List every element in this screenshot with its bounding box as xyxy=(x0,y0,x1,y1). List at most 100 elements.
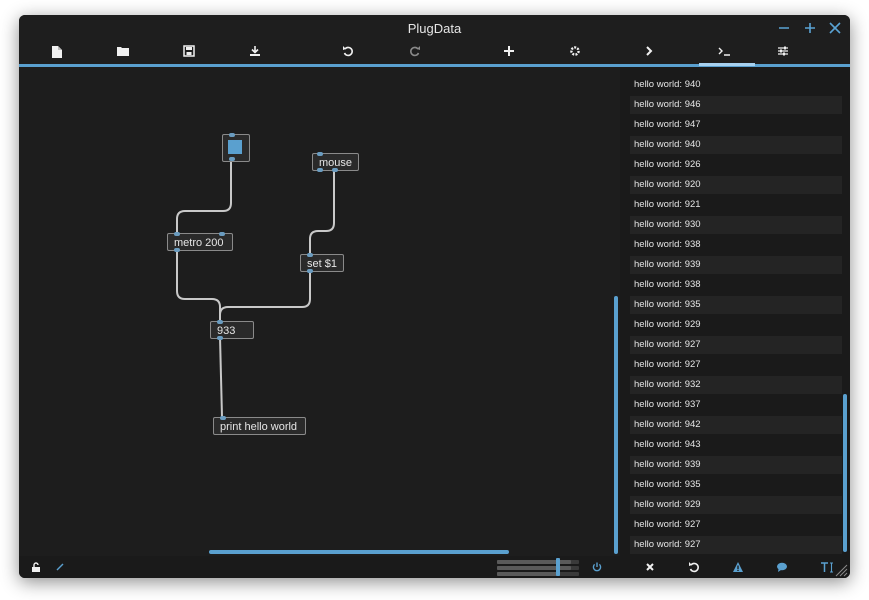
redo-icon xyxy=(410,46,420,57)
metro-object[interactable]: metro 200 xyxy=(167,233,233,251)
add-object-button[interactable] xyxy=(497,45,521,63)
console-message: hello world: 935 xyxy=(630,296,842,314)
console-message: hello world: 920 xyxy=(630,176,842,194)
redo-button[interactable] xyxy=(403,45,427,63)
console-message: hello world: 938 xyxy=(634,239,701,250)
lock-toggle[interactable] xyxy=(30,560,46,574)
console-message: hello world: 927 xyxy=(634,359,701,370)
restore-icon xyxy=(689,562,699,573)
toggle-sidebar-button[interactable] xyxy=(637,45,661,63)
console-message: hello world: 927 xyxy=(634,519,701,530)
console-message: hello world: 939 xyxy=(630,456,842,474)
console-tab[interactable] xyxy=(713,45,737,63)
inlet-port[interactable] xyxy=(174,232,180,236)
console-message: hello world: 929 xyxy=(634,319,701,330)
console-message: hello world: 932 xyxy=(630,376,842,394)
minimize-icon xyxy=(779,27,789,29)
console-message: hello world: 940 xyxy=(634,79,701,90)
show-messages-button[interactable] xyxy=(776,560,792,574)
app-window: PlugData xyxy=(19,15,850,578)
console-message: hello world: 939 xyxy=(630,256,842,274)
outlet-port[interactable] xyxy=(307,269,313,273)
show-errors-button[interactable] xyxy=(732,560,748,574)
inlet-port[interactable] xyxy=(229,133,235,137)
console-message: hello world: 927 xyxy=(630,336,842,354)
clear-console-button[interactable] xyxy=(644,560,660,574)
restore-console-button[interactable] xyxy=(688,560,704,574)
level-meter-right xyxy=(497,566,579,570)
connection-metro-number xyxy=(176,249,221,321)
message-icon xyxy=(777,562,787,572)
terminal-icon xyxy=(718,47,730,56)
outlet-port[interactable] xyxy=(217,336,223,340)
tab-underline xyxy=(19,64,850,67)
new-file-button[interactable] xyxy=(45,45,69,63)
level-meter-fill xyxy=(497,560,571,564)
inlet-port[interactable] xyxy=(220,416,226,420)
inlet-port[interactable] xyxy=(219,232,225,236)
download-icon xyxy=(250,46,260,56)
close-icon xyxy=(646,563,654,571)
undo-button[interactable] xyxy=(336,45,360,63)
settings-button[interactable] xyxy=(563,45,587,63)
canvas-vertical-scrollbar[interactable] xyxy=(614,296,618,554)
open-button[interactable] xyxy=(111,45,135,63)
patch-connections xyxy=(176,159,335,418)
resize-grip-icon[interactable] xyxy=(834,563,848,577)
console-scrollbar[interactable] xyxy=(843,394,847,552)
dsp-power-button[interactable] xyxy=(591,560,607,574)
maximize-button[interactable] xyxy=(800,18,820,38)
volume-slider-fill xyxy=(497,572,557,576)
horizontal-scrollbar[interactable] xyxy=(209,550,509,554)
plus-icon xyxy=(504,46,514,56)
number-box[interactable]: 933 xyxy=(210,321,254,339)
text-cursor-icon xyxy=(821,562,833,573)
connection-mouse-set xyxy=(309,159,335,254)
active-tab-indicator xyxy=(699,63,755,66)
outlet-port[interactable] xyxy=(317,168,323,172)
outlet-port[interactable] xyxy=(332,168,338,172)
title-bar: PlugData xyxy=(19,15,850,43)
gear-icon xyxy=(570,46,580,56)
console-message: hello world: 947 xyxy=(634,119,701,130)
outlet-port[interactable] xyxy=(174,248,180,252)
inlet-port[interactable] xyxy=(307,253,313,257)
volume-slider-track[interactable] xyxy=(497,572,579,576)
new-file-icon xyxy=(52,46,62,58)
warning-icon xyxy=(733,562,743,572)
console-message: hello world: 927 xyxy=(630,536,842,554)
console-message: hello world: 942 xyxy=(630,416,842,434)
minimize-button[interactable] xyxy=(774,18,794,38)
power-icon xyxy=(592,562,602,572)
close-button[interactable] xyxy=(825,18,845,38)
bang-object[interactable] xyxy=(222,134,250,162)
autoscroll-button[interactable] xyxy=(820,560,836,574)
console-message: hello world: 935 xyxy=(634,479,701,490)
outlet-port[interactable] xyxy=(229,157,235,161)
patch-canvas[interactable]: mouse metro 200 set $1 933 print hello w… xyxy=(19,67,620,556)
save-as-button[interactable] xyxy=(243,45,267,63)
status-bar xyxy=(19,556,620,578)
plus-icon xyxy=(805,23,815,33)
save-button[interactable] xyxy=(177,45,201,63)
console-message: hello world: 943 xyxy=(634,439,701,450)
sliders-icon xyxy=(778,46,788,56)
inlet-port[interactable] xyxy=(217,320,223,324)
level-meter-left xyxy=(497,560,579,564)
connection-set-number xyxy=(219,270,311,321)
console-message: hello world: 938 xyxy=(634,279,701,290)
console-toolbar xyxy=(620,556,850,578)
console-message: hello world: 930 xyxy=(630,216,842,234)
connection-style-toggle[interactable] xyxy=(54,560,70,574)
chevron-right-icon xyxy=(646,46,653,56)
set-message[interactable]: set $1 xyxy=(300,254,344,272)
inlet-port[interactable] xyxy=(317,152,323,156)
print-object[interactable]: print hello world xyxy=(213,417,306,435)
console-panel: hello world: 940 hello world: 946 hello … xyxy=(620,67,850,556)
unlock-icon xyxy=(32,562,40,572)
diagonal-line-icon xyxy=(56,563,64,571)
inspector-tab[interactable] xyxy=(771,45,795,63)
console-message: hello world: 946 xyxy=(630,96,842,114)
volume-slider-knob[interactable] xyxy=(556,558,560,576)
connection-bang-metro xyxy=(176,159,232,233)
